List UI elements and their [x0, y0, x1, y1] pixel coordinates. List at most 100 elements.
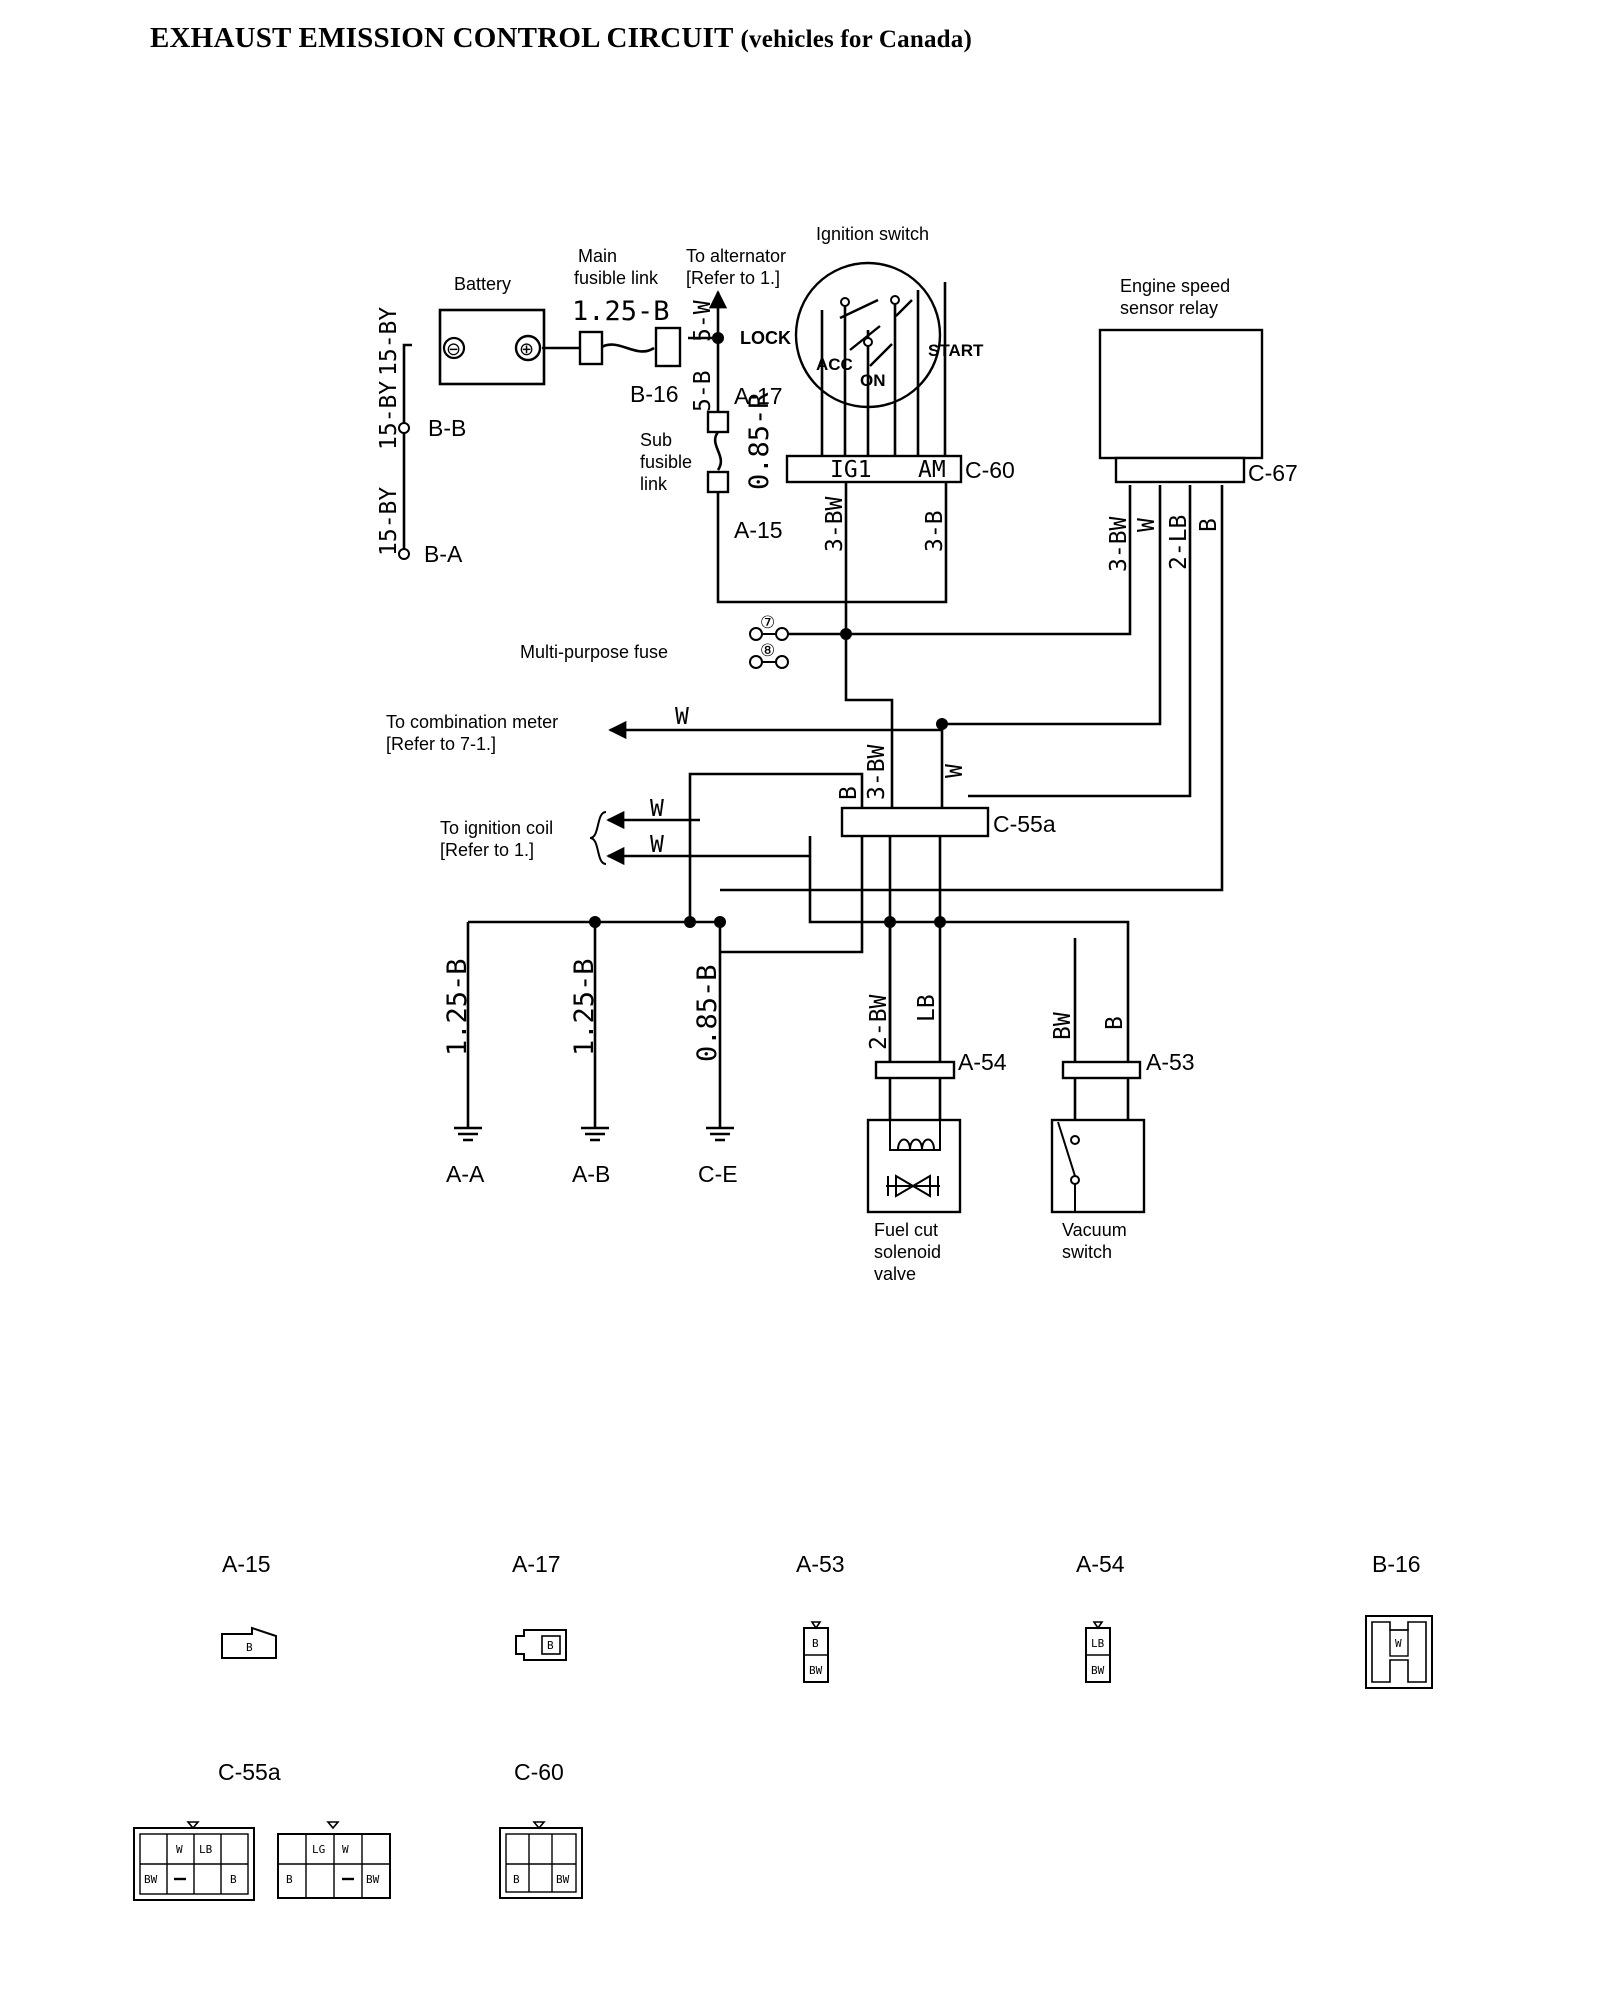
junction-dot	[884, 916, 896, 928]
switch-contact	[863, 337, 873, 347]
battery-ground: 15-BY 15-BY 15-BY B-B B-A	[376, 307, 466, 567]
wire-c67-2lb	[968, 485, 1192, 798]
fuel-cut-solenoid-valve: A-54 2-BW LB Fuel cut solenoid valve	[866, 994, 1007, 1284]
fuse-terminal	[775, 655, 789, 669]
wire-label-bw-a53: BW	[1050, 1012, 1076, 1040]
pin-a15-b: B	[246, 1641, 253, 1654]
fuse-bus	[782, 485, 1132, 636]
sub-fusible-label-3: link	[640, 474, 668, 494]
pin-c60-bw: BW	[556, 1873, 570, 1886]
vacuum-label-1: Vacuum	[1062, 1220, 1127, 1240]
wire-label-15by-b: 15-BY	[376, 381, 402, 450]
grounds: 1.25-B 1.25-B 0.85-B A-A A-B C-E	[442, 958, 738, 1187]
fusible-link-wave	[599, 343, 655, 353]
pin-c55a2-b: B	[286, 1873, 293, 1886]
connector-a15-box	[706, 470, 730, 494]
to-meter-label-1: To combination meter	[386, 712, 558, 732]
to-alternator: To alternator [Refer to 1.] 5-W 5-B LOCK	[686, 246, 791, 412]
wire-label-w-c67: W	[1134, 518, 1160, 532]
relay-label-1: Engine speed	[1120, 276, 1230, 296]
battery: ⊖ ⊕ Battery	[438, 274, 546, 386]
connector-a53-body	[1061, 1060, 1142, 1080]
sub-fusible-link: A-17 A-15 0.85-R Sub fusible link	[640, 383, 783, 543]
pin-c55a2-bw: BW	[366, 1873, 380, 1886]
vacuum-label-2: switch	[1062, 1242, 1112, 1262]
pin-a54-bw: BW	[1091, 1664, 1105, 1677]
fuel-cut-label-1: Fuel cut	[874, 1220, 938, 1240]
wire-c55-down-3	[808, 856, 1130, 1062]
wire-label-lb-a54: LB	[914, 994, 940, 1022]
to-coil-label-1: To ignition coil	[440, 818, 553, 838]
view-label-b16: B-16	[1372, 1551, 1421, 1577]
pin-c55a1-bw: BW	[144, 1873, 158, 1886]
view-label-c60: C-60	[514, 1759, 564, 1785]
connector-a54-body	[874, 1060, 956, 1080]
connector-label-a15: A-15	[734, 517, 783, 543]
vacuum-switch-arm	[1057, 1121, 1076, 1212]
sub-fusible-label-2: fusible	[640, 452, 692, 472]
wire-b-c55	[688, 772, 864, 922]
battery-ground-wire	[402, 343, 412, 554]
ignition-switch: Ignition switch ACC ON START	[794, 224, 984, 409]
battery-label: Battery	[454, 274, 511, 294]
relay-body	[1098, 328, 1264, 460]
wire-label-5b: 5-B	[690, 370, 716, 412]
switch-wires	[820, 295, 920, 456]
to-meter-label-2: [Refer to 7-1.]	[386, 734, 496, 754]
fusible-link-block-1	[578, 330, 604, 366]
junction-dot	[712, 332, 724, 344]
wire-c67-b	[720, 485, 1224, 892]
wire-label-3bw-c67: 3-BW	[1106, 516, 1132, 572]
vacuum-switch: A-53 BW B Vacuum switch	[1050, 1012, 1195, 1262]
view-label-a17: A-17	[512, 1551, 561, 1577]
solenoid-valve-body	[866, 1118, 962, 1214]
view-label-a15: A-15	[222, 1551, 271, 1577]
c60-am-label: AM	[918, 457, 946, 483]
to-ignition-coil: To ignition coil [Refer to 1.] W W	[440, 796, 664, 865]
fuel-cut-label-2: solenoid	[874, 1242, 941, 1262]
pin-c55a1-lb: LB	[199, 1843, 213, 1856]
to-alternator-label-2: [Refer to 1.]	[686, 268, 780, 288]
ignition-switch-label: Ignition switch	[816, 224, 929, 244]
connector-c55a: C-55a B 3-BW W	[836, 744, 1056, 838]
junction-dots	[589, 332, 948, 928]
fuse-terminal	[775, 627, 789, 641]
ground-symbol-ce	[706, 1126, 734, 1142]
connector-face-a53	[810, 1621, 822, 1630]
connector-label-b16: B-16	[630, 381, 679, 407]
wire-label-w-c55: W	[942, 764, 968, 778]
sub-fusible-label-1: Sub	[640, 430, 672, 450]
connector-face-c55a-2-key	[326, 1821, 340, 1830]
main-fusible-label-1: Main	[578, 246, 617, 266]
wire-label-085r: 0.85-R	[744, 392, 775, 490]
vacuum-switch-body	[1050, 1118, 1146, 1214]
battery-neg-terminal	[442, 336, 466, 360]
wire-label-15by-a: 15-BY	[376, 307, 402, 376]
connector-face-a54	[1092, 1621, 1104, 1630]
title-main: EXHAUST EMISSION CONTROL CIRCUIT	[150, 22, 734, 54]
ground-label-aa: A-A	[446, 1161, 485, 1187]
multi-purpose-fuse: ⑦ ⑧ Multi-purpose fuse	[520, 613, 789, 669]
terminal-label-ba: B-A	[424, 541, 463, 567]
pin-a53-b: B	[812, 1637, 819, 1650]
view-label-a53: A-53	[796, 1551, 845, 1577]
solenoid-valve-symbol	[886, 1174, 940, 1198]
connector-a17-box	[706, 410, 730, 434]
connector-views: A-15 A-17 A-53 A-54 B-16 C-55a C-60 B B …	[133, 1551, 1433, 1901]
fuse-number-7: ⑦	[760, 613, 775, 632]
wire-a15-down	[716, 482, 948, 604]
page-title: EXHAUST EMISSION CONTROL CIRCUIT (vehicl…	[150, 22, 972, 55]
to-alternator-label-1: To alternator	[686, 246, 786, 266]
connector-label-a54: A-54	[958, 1049, 1007, 1075]
wire-label-3bw-c60: 3-BW	[822, 496, 848, 552]
wire-label-085b-ce: 0.85-B	[692, 964, 723, 1062]
connector-c60: IG1 AM C-60 3-BW 3-B	[785, 454, 1015, 552]
connector-face-c60	[499, 1827, 583, 1899]
wire-c67-w	[942, 485, 1162, 726]
ground-symbol-ab	[581, 1126, 609, 1142]
main-fusible-link: Main fusible link 1.25-B B-16	[572, 246, 682, 407]
switch-lock-label: LOCK	[740, 328, 791, 348]
connector-label-a17: A-17	[734, 383, 783, 409]
to-combination-meter: To combination meter [Refer to 7-1.] W	[386, 704, 689, 754]
connector-c55a-body	[840, 806, 990, 838]
